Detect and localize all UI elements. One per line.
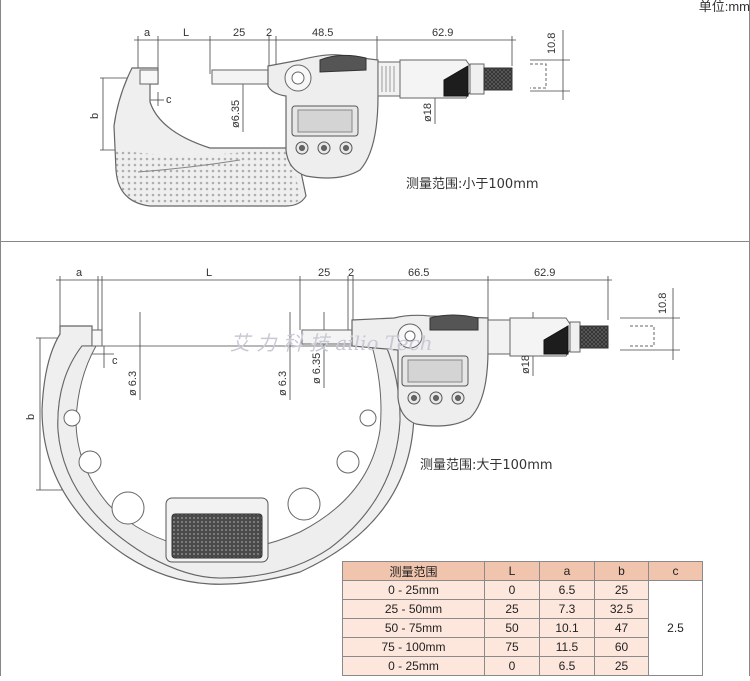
- top-dimension-labels: a L 25 2 48.5 62.9 c b 10.8 ø6.35 ø18 测量…: [89, 27, 558, 192]
- top-dim-2: 2: [266, 27, 272, 39]
- col-header-a: a: [539, 561, 595, 581]
- col-header-c: c: [648, 561, 703, 581]
- top-ratchet-knurl: [483, 67, 513, 91]
- top-dim-L: L: [183, 27, 189, 39]
- bottom-dim-phi6-3-a: ø 6.3: [127, 371, 139, 396]
- cell-a: 10.1: [539, 618, 595, 638]
- bottom-dim-10-8: 10.8: [657, 293, 669, 314]
- cell-b: 32.5: [594, 599, 649, 619]
- top-sleeve: [377, 61, 401, 97]
- cell-a: 6.5: [539, 656, 595, 676]
- table-header-row: 测量范围 L a b c: [342, 561, 703, 581]
- bottom-dim-c: c: [112, 355, 118, 367]
- col-header-b: b: [594, 561, 649, 581]
- cell-L: 50: [484, 618, 540, 638]
- top-caption: 测量范围:小于100mm: [406, 177, 539, 192]
- cell-L: 0: [484, 656, 540, 676]
- bottom-caption: 测量范围:大于100mm: [420, 458, 553, 473]
- bottom-dim-62-9: 62.9: [534, 267, 555, 279]
- bottom-dim-2: 2: [348, 267, 354, 279]
- bottom-buttons: [407, 391, 465, 405]
- top-dim-48-5: 48.5: [312, 27, 333, 39]
- bottom-dim-phi6-3-b: ø 6.3: [277, 371, 289, 396]
- cell-b: 47: [594, 618, 649, 638]
- cell-b: 60: [594, 637, 649, 657]
- cell-range: 25 - 50mm: [342, 599, 485, 619]
- top-spindle: [211, 69, 271, 85]
- cell-b: 25: [594, 580, 649, 600]
- bottom-dim-a: a: [76, 267, 83, 279]
- bottom-ratchet-knurl: [579, 325, 609, 349]
- table-row: 0 - 25mm 0 6.5 25: [342, 656, 703, 676]
- cell-a: 6.5: [539, 580, 595, 600]
- top-buttons: [295, 141, 353, 155]
- col-header-range: 测量范围: [342, 561, 485, 581]
- cell-L: 25: [484, 599, 540, 619]
- top-dim-b: b: [89, 113, 101, 119]
- cell-a: 7.3: [539, 599, 595, 619]
- cell-range: 50 - 75mm: [342, 618, 485, 638]
- cell-a: 11.5: [539, 637, 595, 657]
- cell-range: 75 - 100mm: [342, 637, 485, 657]
- cell-b: 25: [594, 656, 649, 676]
- top-micrometer: [100, 30, 570, 207]
- bottom-dim-b: b: [25, 414, 37, 420]
- top-dimension-lines: [100, 30, 570, 151]
- top-dim-phi6-35: ø6.35: [230, 100, 242, 128]
- top-dim-a: a: [144, 27, 151, 39]
- top-dim-c: c: [166, 94, 172, 106]
- watermark: 艾 力 科 技 ailio Tech: [230, 331, 433, 355]
- cell-range: 0 - 25mm: [342, 580, 485, 600]
- table-row: 25 - 50mm 25 7.3 32.5: [342, 599, 703, 619]
- table-row: 75 - 100mm 75 11.5 60: [342, 637, 703, 657]
- top-dim-25: 25: [233, 27, 245, 39]
- top-dim-phi18: ø18: [422, 103, 434, 122]
- cell-range: 0 - 25mm: [342, 656, 485, 676]
- cell-L: 75: [484, 637, 540, 657]
- top-anvil: [139, 69, 159, 85]
- bottom-micrometer: [36, 276, 680, 585]
- top-dim-10-8: 10.8: [546, 33, 558, 54]
- bottom-dimension-labels: a L 25 2 66.5 62.9 c b 10.8 ø 6.3 ø 6.3 …: [25, 267, 669, 473]
- bottom-dim-L: L: [206, 267, 212, 279]
- bottom-dim-phi18: ø18: [520, 355, 532, 374]
- spec-table: 测量范围 L a b c 0 - 25mm 0 6.5 25 2.5 25 - …: [342, 561, 703, 676]
- bottom-frame-holes: [63, 409, 377, 525]
- bottom-dim-25: 25: [318, 267, 330, 279]
- unit-label: 单位:mm: [698, 0, 750, 14]
- table-row: 0 - 25mm 0 6.5 25 2.5: [342, 580, 703, 676]
- cell-L: 0: [484, 580, 540, 600]
- col-header-L: L: [484, 561, 540, 581]
- bottom-dim-phi6-35: ø 6.35: [311, 353, 323, 384]
- top-dim-62-9: 62.9: [432, 27, 453, 39]
- cell-c: 2.5: [648, 580, 703, 676]
- bottom-dim-66-5: 66.5: [408, 267, 429, 279]
